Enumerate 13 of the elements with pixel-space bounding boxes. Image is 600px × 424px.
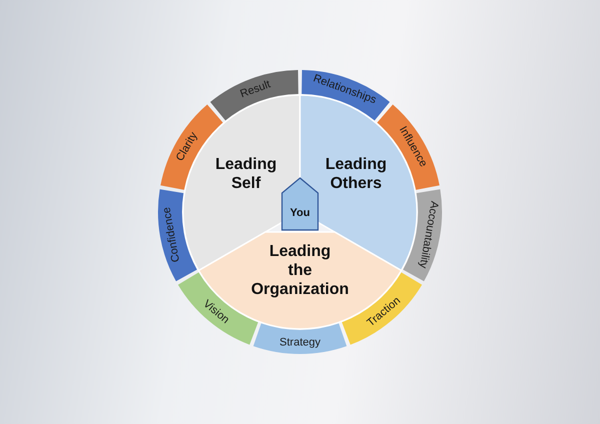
segment-label: Confidence xyxy=(160,206,182,264)
sector-label: Leading the Organization xyxy=(251,243,349,298)
segment-label: Strategy xyxy=(280,336,320,348)
ring-segment xyxy=(210,70,298,121)
center-label: You xyxy=(290,207,310,219)
segment-label: Result xyxy=(238,78,272,100)
ring-segment xyxy=(403,189,442,282)
sector-label: Leading Self xyxy=(215,156,277,192)
ring-segment xyxy=(302,70,390,121)
ring-segment xyxy=(253,323,347,354)
sector-label: Leading Others xyxy=(325,156,387,192)
ring-segment xyxy=(158,189,197,282)
pie-sector xyxy=(198,231,402,330)
